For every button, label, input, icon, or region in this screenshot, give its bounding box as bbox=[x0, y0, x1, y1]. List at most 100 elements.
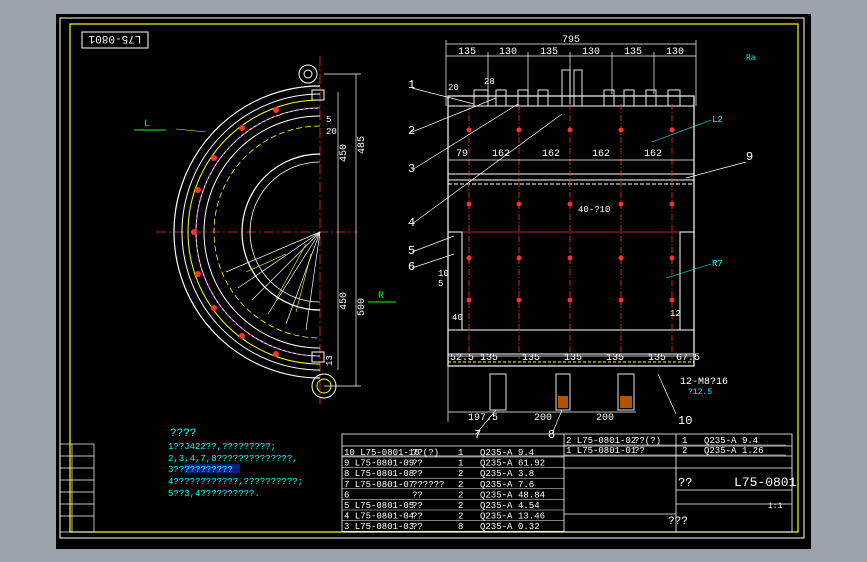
dim-20-side: 20 bbox=[326, 127, 337, 137]
note-line-4: 4????????????,??????????; bbox=[168, 477, 303, 487]
part-row-10-code: 10 L75-0801-10 bbox=[344, 448, 420, 458]
part-row-4-w: 13.46 bbox=[518, 512, 545, 522]
part-row-8-code: 8 L75-0801-08 bbox=[344, 469, 414, 479]
dim-top-4: 130 bbox=[582, 47, 600, 58]
part-row-3-name: ?? bbox=[412, 522, 423, 532]
side-dims bbox=[324, 73, 361, 387]
dim-top-6: 130 bbox=[666, 47, 684, 58]
cad-viewport[interactable]: L75-0801 bbox=[56, 14, 811, 549]
label-L: L bbox=[144, 119, 150, 130]
dim-20: 20 bbox=[448, 83, 459, 93]
part-row-5-name: ?? bbox=[412, 501, 423, 511]
annot-l2: L2 bbox=[712, 115, 723, 125]
dim-pitch-4: 162 bbox=[644, 149, 662, 160]
part-row-10-name: ??(?) bbox=[412, 448, 439, 458]
part-row-2-w: 9.4 bbox=[742, 436, 758, 446]
dim-top-1: 135 bbox=[458, 47, 476, 58]
callout-8: 8 bbox=[548, 428, 555, 442]
side-view bbox=[156, 56, 356, 404]
part-row-1-code: 1 L75-0801-01 bbox=[566, 446, 636, 456]
dim-lower-c: 200 bbox=[596, 413, 614, 424]
part-row-8-name: ?? bbox=[412, 469, 423, 479]
part-row-2-mat: Q235-A bbox=[704, 436, 737, 446]
dim-bottom-5: 135 bbox=[606, 353, 624, 364]
part-row-6-name: ?? bbox=[412, 490, 423, 500]
dim-bottom-4: 135 bbox=[564, 353, 582, 364]
part-row-4-name: ?? bbox=[412, 512, 423, 522]
callout-10: 10 bbox=[678, 414, 692, 428]
dim-lower-a: 197.5 bbox=[468, 413, 498, 424]
callout-1: 1 bbox=[408, 78, 415, 92]
part-row-4-code: 4 L75-0801-04 bbox=[344, 512, 414, 522]
callout-7: 7 bbox=[474, 428, 481, 442]
subtitle-placeholder: ??? bbox=[668, 516, 688, 528]
part-row-6-mat: Q235-A bbox=[480, 490, 513, 500]
part-row-2-name: ??(?) bbox=[634, 436, 661, 446]
drawing-number: L75-0801 bbox=[734, 475, 797, 490]
outer-frame bbox=[59, 17, 805, 539]
dim-pitch-1: 162 bbox=[492, 149, 510, 160]
dim-500: 500 bbox=[357, 298, 368, 316]
callout-2: 2 bbox=[408, 124, 415, 138]
dim-pitch-2: 162 bbox=[542, 149, 560, 160]
part-row-1-name: ?? bbox=[634, 446, 645, 456]
dim-13: 13 bbox=[325, 355, 335, 366]
dim-bottom-2: 135 bbox=[480, 353, 498, 364]
scale-text: 1:1 bbox=[768, 502, 783, 511]
part-row-10-qty: 1 bbox=[458, 448, 463, 458]
dim-450-bottom: 450 bbox=[339, 292, 350, 310]
part-row-1-w: 1.26 bbox=[742, 446, 764, 456]
dim-bottom-1: 52.5 bbox=[450, 353, 474, 364]
dim-28: 28 bbox=[484, 77, 495, 87]
front-view bbox=[445, 40, 697, 422]
part-row-8-w: 3.8 bbox=[518, 469, 534, 479]
note-line-2: 2,3,4,7,8??????????????, bbox=[168, 454, 298, 464]
part-row-1-mat: Q235-A bbox=[704, 446, 737, 456]
dim-pitch-3: 162 bbox=[592, 149, 610, 160]
part-row-7-name: ?????? bbox=[412, 480, 444, 490]
title-placeholder: ?? bbox=[678, 476, 692, 490]
part-row-1-qty: 2 bbox=[682, 446, 687, 456]
part-row-2-code: 2 L75-0801-02 bbox=[566, 436, 636, 446]
part-row-8-qty: 2 bbox=[458, 469, 463, 479]
part-row-7-w: 7.6 bbox=[518, 480, 534, 490]
part-row-9-mat: Q235-A bbox=[480, 459, 513, 469]
callout-4: 4 bbox=[408, 216, 415, 230]
part-row-5-code: 5 L75-0801-05 bbox=[344, 501, 414, 511]
note-line-1: 1??J422??,?????????; bbox=[168, 442, 276, 452]
dim-bottom-6: 135 bbox=[648, 353, 666, 364]
part-row-7-mat: Q235-A bbox=[480, 480, 513, 490]
dim-450-top: 450 bbox=[339, 144, 350, 162]
annot-r7: R7 bbox=[712, 259, 723, 269]
part-row-5-w: 4.54 bbox=[518, 501, 540, 511]
note-line-3: 3??????????? bbox=[168, 465, 233, 475]
dim-overall: 795 bbox=[562, 35, 580, 46]
part-row-6-w: 48.84 bbox=[518, 490, 545, 500]
dim-top-5: 135 bbox=[624, 47, 642, 58]
rotated-number: L75-0801 bbox=[88, 32, 141, 44]
part-row-5-mat: Q235-A bbox=[480, 501, 513, 511]
notes-heading: ???? bbox=[170, 428, 196, 440]
dim-40: 40 bbox=[452, 313, 463, 323]
dim-bottom-3: 135 bbox=[522, 353, 540, 364]
part-row-3-mat: Q235-A bbox=[480, 522, 513, 532]
callout-6: 6 bbox=[408, 260, 415, 274]
annot-holes: 12-M8?16 bbox=[680, 377, 728, 388]
part-row-3-qty: 8 bbox=[458, 522, 463, 532]
part-row-2-qty: 1 bbox=[682, 436, 687, 446]
part-row-7-code: 7 L75-0801-07 bbox=[344, 480, 414, 490]
part-row-9-qty: 1 bbox=[458, 459, 463, 469]
part-row-4-qty: 2 bbox=[458, 512, 463, 522]
revision-strip bbox=[59, 443, 95, 533]
annot-inner-holes: 40-?10 bbox=[578, 205, 610, 215]
part-row-6-qty: 2 bbox=[458, 490, 463, 500]
part-row-5-qty: 2 bbox=[458, 501, 463, 511]
part-row-4-mat: Q235-A bbox=[480, 512, 513, 522]
annot-holes-sub: ?12.5 bbox=[688, 388, 712, 397]
part-row-9-w: 61.92 bbox=[518, 459, 545, 469]
dim-pitch-79: 79 bbox=[456, 149, 468, 160]
note-line-5: 5??3,4??????????. bbox=[168, 489, 260, 499]
dim-485: 485 bbox=[357, 136, 368, 154]
